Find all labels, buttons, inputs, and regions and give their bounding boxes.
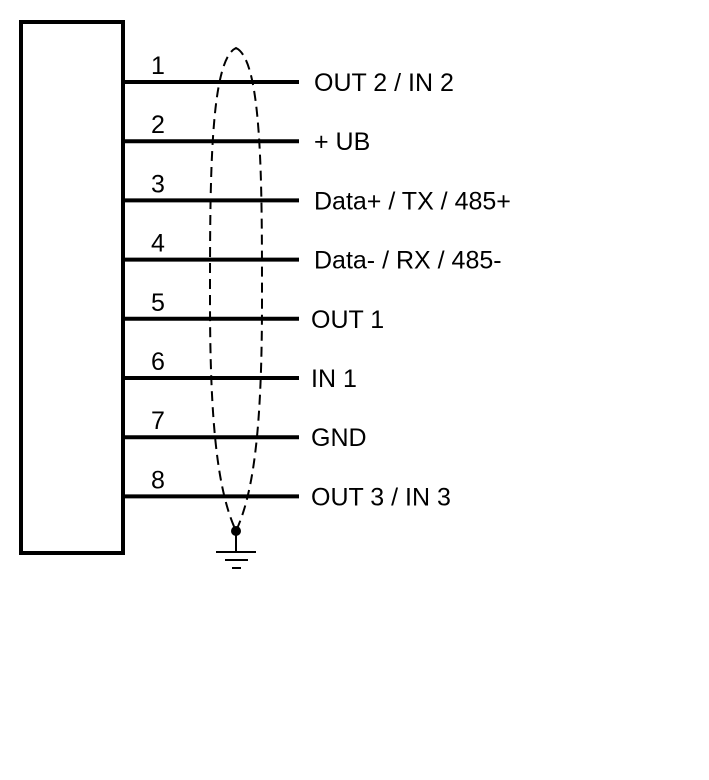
pin-label: IN 1 <box>311 365 357 393</box>
pin-number: 5 <box>151 289 165 317</box>
ground-icon <box>216 531 256 569</box>
pin-label: GND <box>311 424 367 452</box>
pin-label: Data- / RX / 485- <box>314 247 502 275</box>
pin-2: 2 + UB <box>123 111 370 156</box>
pin-number: 6 <box>151 348 165 376</box>
pin-6: 6 IN 1 <box>123 348 357 393</box>
pin-label: OUT 1 <box>311 306 384 334</box>
pin-number: 8 <box>151 466 165 494</box>
pin-label: Data+ / TX / 485+ <box>314 187 511 215</box>
pin-label: OUT 3 / IN 3 <box>311 483 451 511</box>
pin-label: OUT 2 / IN 2 <box>314 69 454 97</box>
connector-body <box>19 20 125 555</box>
pin-number: 2 <box>151 111 165 139</box>
cable-shield <box>208 46 264 534</box>
pin-number: 1 <box>151 52 165 80</box>
pin-number: 7 <box>151 407 165 435</box>
pin-number: 4 <box>151 230 165 258</box>
pin-number: 3 <box>151 170 165 198</box>
pin-label: + UB <box>314 128 370 156</box>
